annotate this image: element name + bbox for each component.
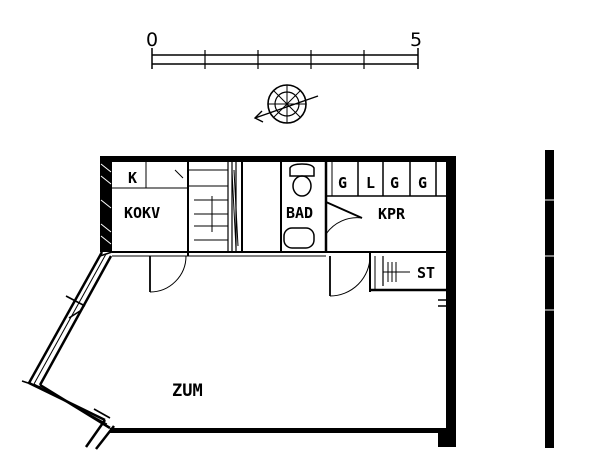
bathroom-door[interactable] (325, 201, 363, 235)
closet-label: L (366, 174, 375, 192)
compass-rose-icon (253, 84, 319, 124)
room-label-storage: ST (417, 264, 435, 282)
toilet-icon (289, 163, 315, 197)
room-label-living-room: ZUM (172, 381, 203, 401)
closet-label: G (338, 174, 347, 192)
right-window-mark (438, 299, 446, 307)
bathtub-icon (283, 227, 315, 249)
scale-bar (151, 48, 419, 69)
room-label-bathroom: BAD (286, 204, 313, 222)
room-label-hall: KPR (378, 205, 406, 223)
hall-door[interactable] (329, 255, 371, 297)
closet-label: G (390, 174, 399, 192)
exterior-walls (100, 156, 456, 447)
bay-window-wall (21, 251, 115, 450)
closet-label: G (418, 174, 427, 192)
kitchen-door[interactable] (149, 255, 187, 293)
section-strip-marks (545, 199, 554, 311)
room-label-kitchen: KOKV (124, 204, 160, 222)
kitchen-counter (112, 162, 228, 241)
storage-door[interactable] (383, 262, 410, 282)
scale-start-label: 0 (146, 29, 158, 51)
scale-end-label: 5 (410, 29, 422, 51)
stairwell (231, 169, 239, 249)
section-strip (545, 150, 554, 448)
left-wall-hatch (100, 163, 112, 245)
room-label-kitchen-corner: K (128, 169, 137, 187)
